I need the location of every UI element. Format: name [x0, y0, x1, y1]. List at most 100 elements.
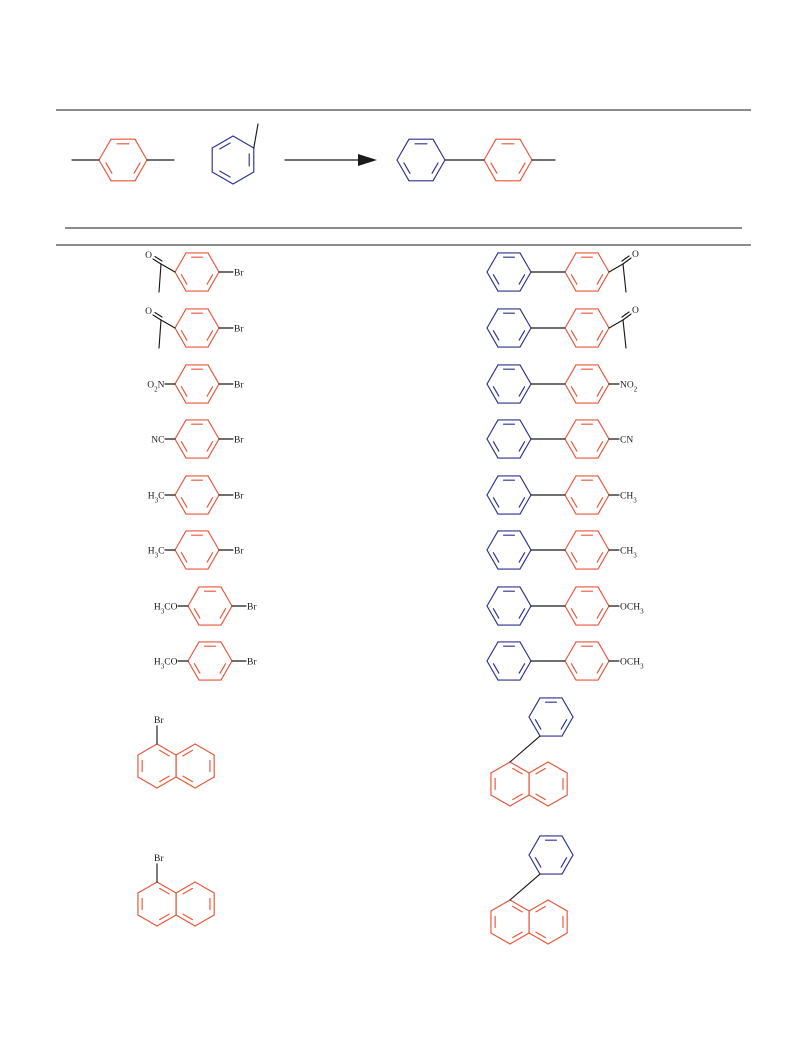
phenyl-reagent-ring	[211, 135, 255, 185]
product-structure: CH3	[486, 530, 637, 570]
ring-double-bond	[596, 441, 604, 452]
ring-double-bond	[518, 608, 526, 619]
ring-bond	[490, 932, 511, 945]
substrate-structure: BrO	[145, 307, 244, 349]
ring-double-bond	[518, 497, 526, 508]
ring-double-bond	[180, 441, 188, 452]
ring-bond	[187, 660, 200, 681]
ring-bond	[519, 252, 532, 273]
substrate-structure: Br	[137, 716, 215, 789]
ring-double-bond	[512, 905, 523, 913]
ring-bond	[519, 660, 532, 681]
ring-bond	[519, 419, 532, 440]
bromine-label: Br	[234, 325, 244, 335]
ring-bond	[175, 776, 196, 789]
ring-bond	[232, 171, 255, 185]
acyl-bond	[608, 319, 624, 329]
substituent-label: OCH3	[620, 658, 644, 671]
ring-bond	[232, 135, 255, 149]
product-structure: OCH3	[486, 586, 644, 626]
carbonyl-double-bond	[154, 255, 163, 262]
ring-double-bond	[596, 386, 604, 397]
ring-bond	[174, 530, 187, 551]
ring-bond	[547, 899, 568, 912]
bromoarene-ring	[187, 641, 233, 681]
ring-bond	[432, 159, 446, 182]
ring-bond	[134, 159, 148, 182]
ring-double-bond	[535, 905, 547, 913]
ring-double-bond	[570, 386, 578, 397]
substituent-label: CH3	[620, 547, 637, 560]
ring-double-bond	[492, 497, 500, 508]
ring-bond	[211, 171, 234, 185]
ring-bond	[597, 308, 610, 329]
ring-bond	[519, 383, 532, 404]
ring-double-bond	[492, 608, 500, 619]
ring-bond	[519, 494, 532, 515]
phenyl-ring	[528, 697, 574, 737]
ring-bond	[519, 271, 532, 292]
ring-bond	[564, 271, 577, 292]
ring-bond	[519, 327, 532, 348]
ring-bond	[561, 697, 574, 718]
acyl-bond	[160, 319, 176, 329]
ring-bond	[564, 494, 577, 515]
methyl-bond	[158, 263, 162, 293]
ring-double-bond	[570, 441, 578, 452]
ring-bond	[547, 794, 568, 807]
ring-bond	[207, 308, 220, 329]
ring-bond	[486, 419, 499, 440]
ring-double-bond	[182, 887, 194, 895]
bromine-label: Br	[247, 658, 257, 668]
ring-bond	[187, 586, 200, 607]
ring-bond	[486, 586, 499, 607]
ring-double-bond	[180, 552, 188, 563]
ring-bond	[432, 138, 446, 161]
ring-double-bond	[219, 663, 227, 674]
ring-bond	[483, 159, 497, 182]
bromine-label: Br	[234, 436, 244, 446]
ring-double-bond	[180, 330, 188, 341]
ring-bond	[194, 881, 215, 894]
ring-bond	[486, 383, 499, 404]
ring-bond	[490, 899, 511, 912]
ring-double-bond	[570, 497, 578, 508]
ring-bond	[519, 530, 532, 551]
ring-bond	[174, 252, 187, 273]
acyl-bond	[160, 263, 176, 273]
substituent-label: O2N	[147, 381, 164, 394]
ring-double-bond	[219, 142, 231, 150]
bromine-label: Br	[234, 269, 244, 279]
ring-bond	[207, 438, 220, 459]
ring-double-bond	[403, 162, 411, 174]
carbonyl-bond	[622, 313, 632, 321]
product-structure	[490, 835, 574, 945]
naphthalene-ring-a	[137, 743, 177, 789]
ring-double-bond	[518, 330, 526, 341]
ring-bond	[564, 364, 577, 385]
bromoarene-ring	[174, 475, 220, 515]
ring-double-bond	[182, 749, 194, 757]
ring-bond	[207, 530, 220, 551]
ring-double-bond	[596, 330, 604, 341]
ring-double-bond	[159, 749, 170, 757]
ring-double-bond	[159, 887, 170, 895]
ring-bond	[207, 383, 220, 404]
product-phenyl-ring	[396, 138, 446, 182]
ring-bond	[207, 271, 220, 292]
ring-bond	[597, 438, 610, 459]
product-structure: OCH3	[486, 641, 644, 681]
ring-double-bond	[596, 663, 604, 674]
acyl-bond	[608, 263, 624, 273]
ring-double-bond	[535, 793, 547, 801]
naphthalene-ring-b	[528, 899, 568, 945]
bromoarene-ring	[174, 308, 220, 348]
